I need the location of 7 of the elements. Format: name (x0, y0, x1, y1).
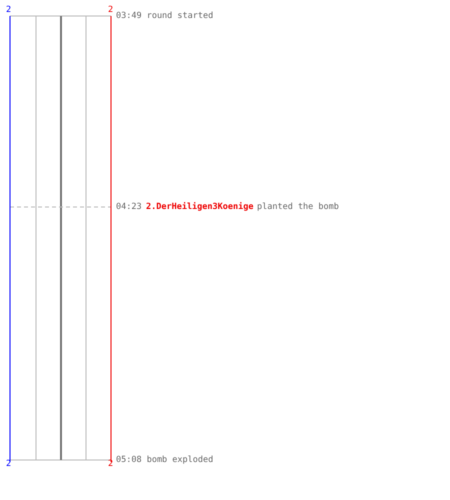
player-name: 2.DerHeiligen3Koenige (146, 202, 254, 212)
team-count: 2 (108, 5, 114, 15)
event-text: 05:08 bomb exploded (116, 455, 214, 465)
event-time: 04:23 (116, 202, 142, 212)
event-text: planted the bomb (257, 202, 339, 212)
team-count: 2 (6, 5, 12, 15)
event-text: 03:49 round started (116, 11, 214, 21)
